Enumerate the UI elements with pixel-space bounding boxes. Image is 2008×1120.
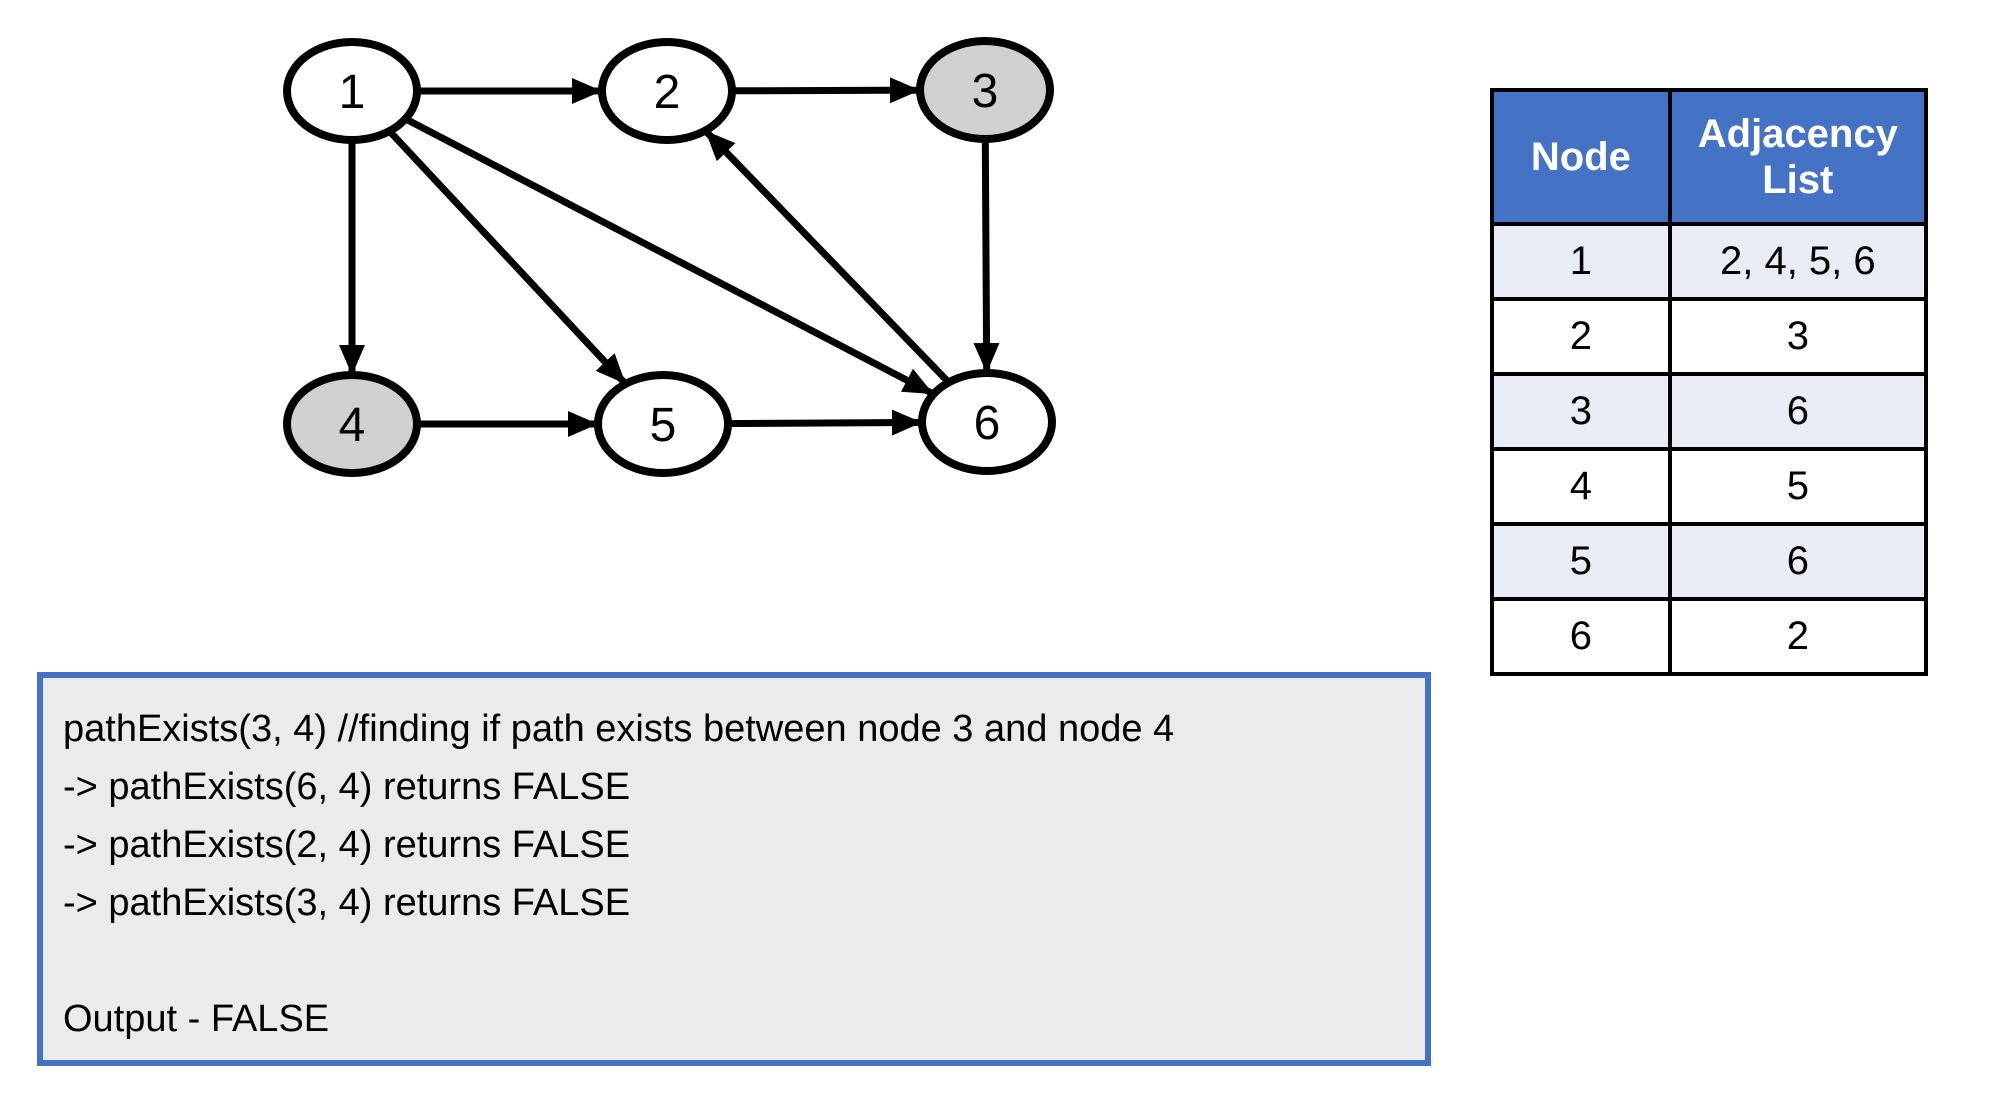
graph-node-1	[283, 38, 421, 144]
graph-node-2	[598, 38, 736, 144]
table-cell-adjacency: 6	[1667, 372, 1929, 451]
graph-node-6	[918, 369, 1056, 475]
graph-node-label-1: 1	[339, 66, 366, 119]
graph-node-label-2: 2	[654, 66, 681, 119]
graph-node-label-3: 3	[972, 65, 999, 118]
graph-node-5	[594, 371, 732, 477]
table-cell-adjacency: 5	[1667, 447, 1929, 526]
trace-line-3: -> pathExists(3, 4) returns FALSE	[63, 882, 631, 924]
table-cell-adjacency: 2, 4, 5, 6	[1667, 222, 1929, 301]
trace-line-5: Output - FALSE	[63, 998, 330, 1040]
graph-edge-1-to-5	[384, 126, 627, 385]
graph-edge-3-to-6	[973, 135, 1000, 374]
trace-line-2: -> pathExists(2, 4) returns FALSE	[63, 824, 631, 866]
graph-edge-5-to-6	[724, 409, 923, 436]
table-cell-node: 3	[1490, 372, 1672, 451]
table-cell-node: 1	[1490, 222, 1672, 301]
graph-edge-6-to-2	[704, 129, 954, 387]
trace-blank-line	[63, 932, 1425, 990]
graph-edge-2-to-3	[728, 77, 921, 104]
table-cell-node: 5	[1490, 522, 1672, 601]
table-cell-adjacency: 6	[1667, 522, 1929, 601]
graph-nodes: 1 2 3 4 5 6	[283, 37, 1056, 477]
table-cell-node: 6	[1490, 597, 1672, 676]
trace-line-1: -> pathExists(6, 4) returns FALSE	[63, 766, 631, 808]
graph-node-4	[283, 371, 421, 477]
graph-edge-1-to-6	[401, 114, 934, 397]
table-header-row: Node Adjacency List	[1490, 88, 1929, 226]
trace-line-0: pathExists(3, 4) //finding if path exist…	[63, 708, 1175, 750]
path-exists-trace-box: pathExists(3, 4) //finding if path exist…	[37, 672, 1431, 1066]
graph-node-3	[916, 37, 1054, 143]
graph-node-label-4: 4	[339, 399, 366, 452]
graph-node-label-5: 5	[650, 399, 677, 452]
table-header-adjacency-list: Adjacency List	[1667, 88, 1929, 226]
graph-node-label-6: 6	[974, 397, 1001, 450]
graph-edges	[339, 77, 1000, 437]
table-cell-adjacency: 3	[1667, 297, 1929, 376]
table-cell-node: 2	[1490, 297, 1672, 376]
directed-graph-diagram: 1 2 3 4 5 6	[283, 37, 1056, 477]
table-cell-node: 4	[1490, 447, 1672, 526]
table-cell-adjacency: 2	[1667, 597, 1929, 676]
table-header-node: Node	[1490, 88, 1672, 226]
